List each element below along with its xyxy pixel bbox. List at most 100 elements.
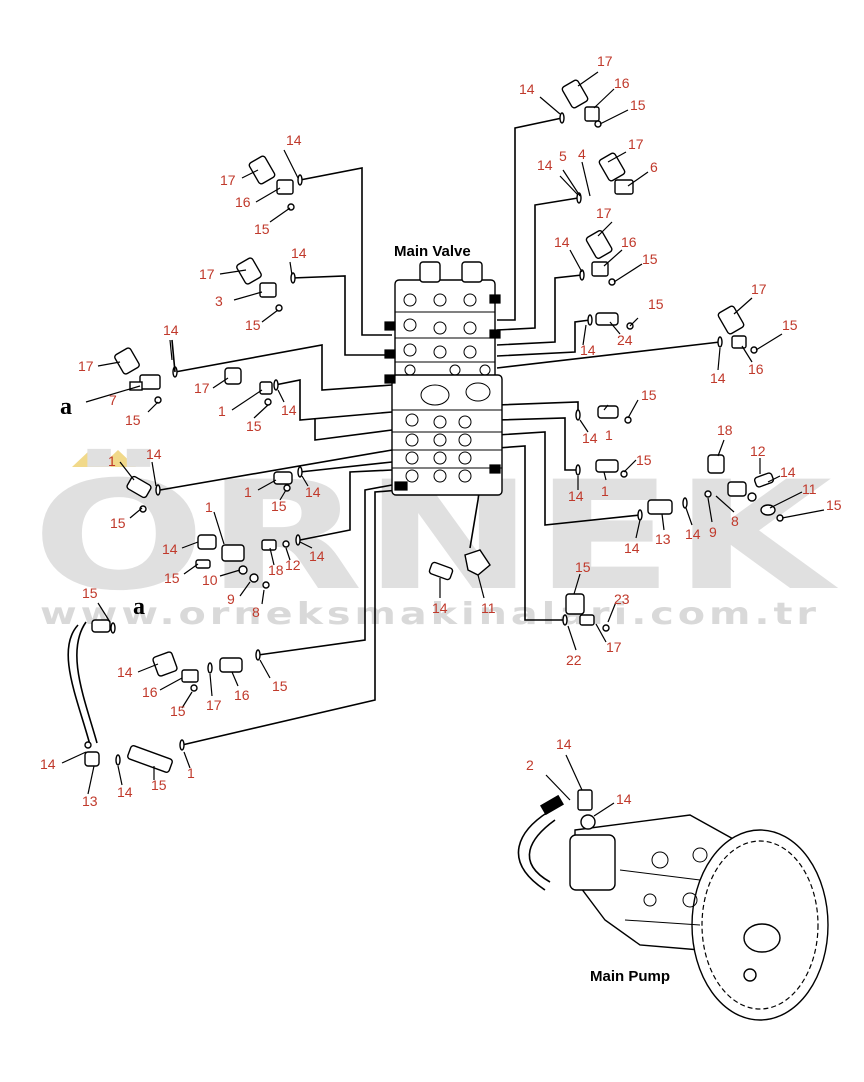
callout-label: 15: [110, 515, 126, 531]
callout-label: 15: [170, 703, 186, 719]
callout-label: 16: [235, 194, 251, 210]
callout-label: 14: [616, 791, 632, 807]
callout-label: 14: [580, 342, 596, 358]
o-rings: [110, 112, 723, 766]
callout-label: 14: [146, 446, 162, 462]
callout-label: 15: [164, 570, 180, 586]
callout-label: 15: [648, 296, 664, 312]
callout-label: 15: [125, 412, 141, 428]
callout-label: 15: [630, 97, 646, 113]
main-pump-title: Main Pump: [590, 968, 670, 985]
callout-label: 5: [559, 148, 567, 164]
callout-label: 1: [205, 499, 213, 515]
callout-label: 14: [519, 81, 535, 97]
callout-label: 8: [731, 513, 739, 529]
callout-label: 22: [566, 652, 582, 668]
leader-lines: [61, 71, 825, 817]
callout-label: 9: [709, 524, 717, 540]
callout-label: 1: [187, 765, 195, 781]
callout-label: 6: [650, 159, 658, 175]
callout-label: 14: [556, 736, 572, 752]
callout-label: 14: [432, 600, 448, 616]
callout-numbers: 17 16 15 14 17 6 5 4 14 17 14 16 15 14 1…: [40, 53, 842, 809]
callout-label: 14: [780, 464, 796, 480]
callout-label: 17: [628, 136, 644, 152]
callout-label: 15: [246, 418, 262, 434]
callout-label: 14: [685, 526, 701, 542]
callout-label: 1: [108, 453, 116, 469]
callout-label: 1: [601, 483, 609, 499]
callout-label: 14: [291, 245, 307, 261]
watermark-accent-right: [100, 450, 136, 467]
callout-label: 15: [636, 452, 652, 468]
callout-label: 17: [606, 639, 622, 655]
callout-label: 15: [82, 585, 98, 601]
callout-label: 24: [617, 332, 633, 348]
callout-label: 1: [218, 403, 226, 419]
callout-label: 14: [162, 541, 178, 557]
fittings: [67, 79, 784, 773]
callout-label: 1: [605, 427, 613, 443]
main-valve: [384, 261, 503, 496]
callout-label: 17: [751, 281, 767, 297]
callout-label: 14: [40, 756, 56, 772]
callout-label: 17: [596, 205, 612, 221]
callout-label: 14: [582, 430, 598, 446]
callout-label: 14: [281, 402, 297, 418]
callout-label: 12: [750, 443, 766, 459]
callout-label: 3: [215, 293, 223, 309]
watermark-url: www.orneksmakinalari.com.tr: [40, 597, 820, 632]
callout-label: 14: [710, 370, 726, 386]
callout-label: 2: [526, 757, 534, 773]
callout-label: 14: [305, 484, 321, 500]
callout-label: 14: [568, 488, 584, 504]
callout-label: 15: [254, 221, 270, 237]
callout-label: 15: [575, 559, 591, 575]
callout-label: 14: [163, 322, 179, 338]
callout-label: 17: [220, 172, 236, 188]
callout-label: 16: [142, 684, 158, 700]
callout-label: 17: [206, 697, 222, 713]
marker-a-upper: a: [60, 394, 72, 420]
callout-label: 17: [78, 358, 94, 374]
callout-label: 17: [194, 380, 210, 396]
callout-label: 18: [717, 422, 733, 438]
callout-label: 15: [271, 498, 287, 514]
callout-label: 11: [481, 600, 496, 616]
callout-label: 4: [578, 146, 586, 162]
main-pump: [517, 789, 829, 1021]
watermark-accent-left: [72, 450, 108, 467]
callout-label: 9: [227, 591, 235, 607]
callout-label: 14: [554, 234, 570, 250]
callout-label: 16: [621, 234, 637, 250]
callout-label: 15: [245, 317, 261, 333]
callout-label: 17: [199, 266, 215, 282]
callout-label: 12: [285, 557, 301, 573]
callout-label: 17: [597, 53, 613, 69]
callout-label: 13: [655, 531, 671, 547]
callout-label: 11: [802, 481, 817, 497]
callout-label: 14: [537, 157, 553, 173]
callout-label: 14: [117, 784, 133, 800]
callout-label: 8: [252, 604, 260, 620]
callout-label: 14: [117, 664, 133, 680]
callout-label: 14: [624, 540, 640, 556]
callout-label: 18: [268, 562, 284, 578]
callout-label: 14: [309, 548, 325, 564]
callout-label: 15: [642, 251, 658, 267]
callout-label: 16: [748, 361, 764, 377]
callout-label: 15: [782, 317, 798, 333]
callout-label: 15: [641, 387, 657, 403]
callout-label: 14: [286, 132, 302, 148]
callout-label: 15: [151, 777, 167, 793]
callout-label: 16: [614, 75, 630, 91]
callout-label: 16: [234, 687, 250, 703]
callout-label: 15: [826, 497, 842, 513]
callout-label: 23: [614, 591, 630, 607]
callout-label: 1: [244, 484, 252, 500]
callout-label: 15: [272, 678, 288, 694]
main-valve-title: Main Valve: [394, 243, 471, 260]
callout-label: 7: [109, 392, 117, 408]
pipe-lines: [159, 117, 721, 746]
